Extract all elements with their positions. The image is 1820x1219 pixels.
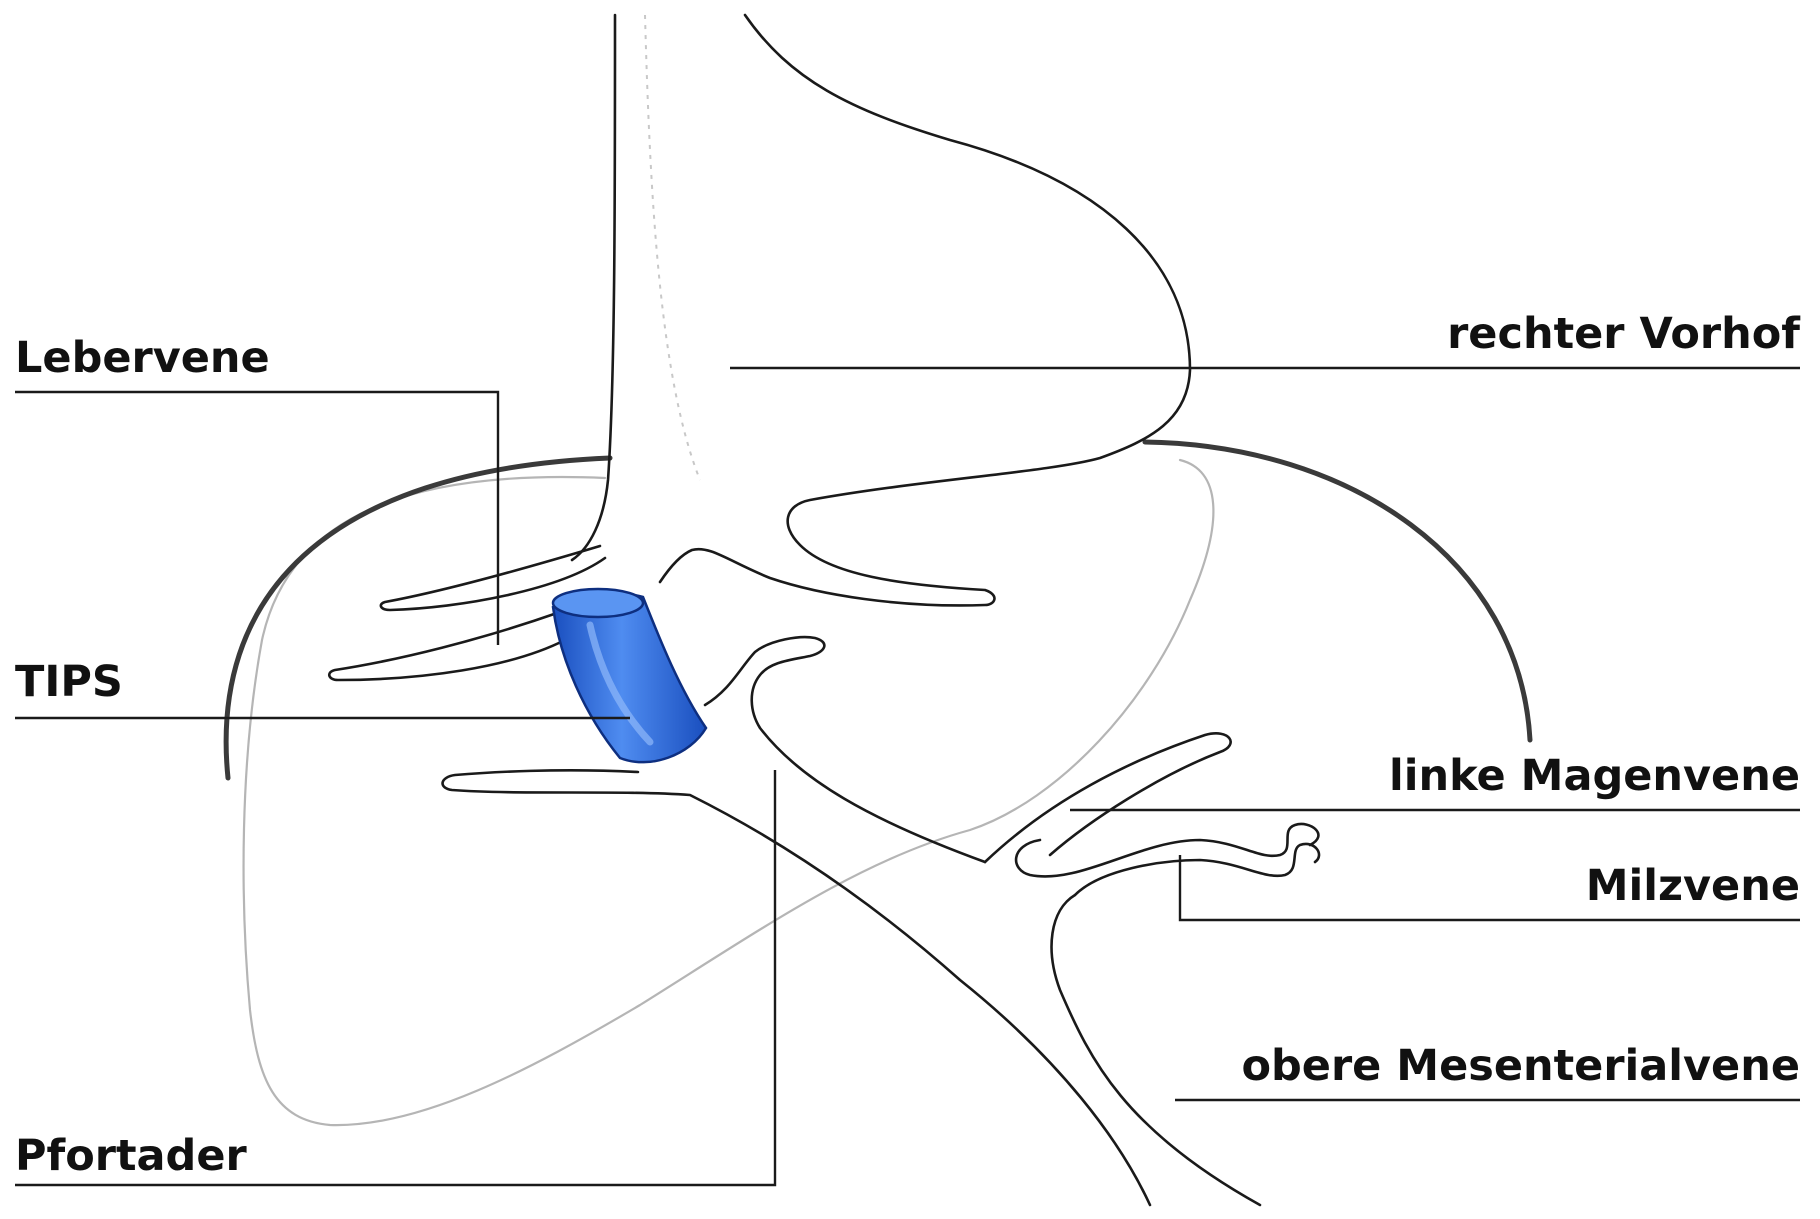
tips-stent-top-opening — [553, 589, 643, 617]
tips-stent-body — [553, 594, 706, 762]
portal-vein-upper-branch — [705, 637, 985, 862]
right-atrium-outline — [660, 15, 1190, 605]
hepatic-vein-lower — [329, 612, 565, 680]
splenic-vein — [1075, 844, 1319, 895]
label-lebervene: Lebervene — [15, 333, 270, 383]
superior-mesenteric-vein-wall — [985, 733, 1231, 862]
label-tips: TIPS — [15, 657, 123, 707]
diaphragm-right-arc — [1145, 442, 1530, 740]
diaphragm-left-arc — [226, 458, 610, 778]
label-rechter-vorhof: rechter Vorhof — [1447, 309, 1801, 359]
label-obere-mesenterialvene: obere Mesenterialvene — [1241, 1041, 1800, 1091]
vena-cava-right-faint — [645, 15, 700, 480]
label-pfortader: Pfortader — [15, 1131, 247, 1181]
left-gastric-vein — [1016, 824, 1318, 876]
leader-pfortader — [15, 770, 775, 1185]
portal-vein-right-wall — [1052, 895, 1260, 1205]
label-linke-magenvene: linke Magenvene — [1389, 751, 1800, 801]
tips-stent — [553, 589, 706, 762]
label-milzvene: Milzvene — [1586, 861, 1800, 911]
portal-vein-left-wall — [443, 770, 1150, 1205]
